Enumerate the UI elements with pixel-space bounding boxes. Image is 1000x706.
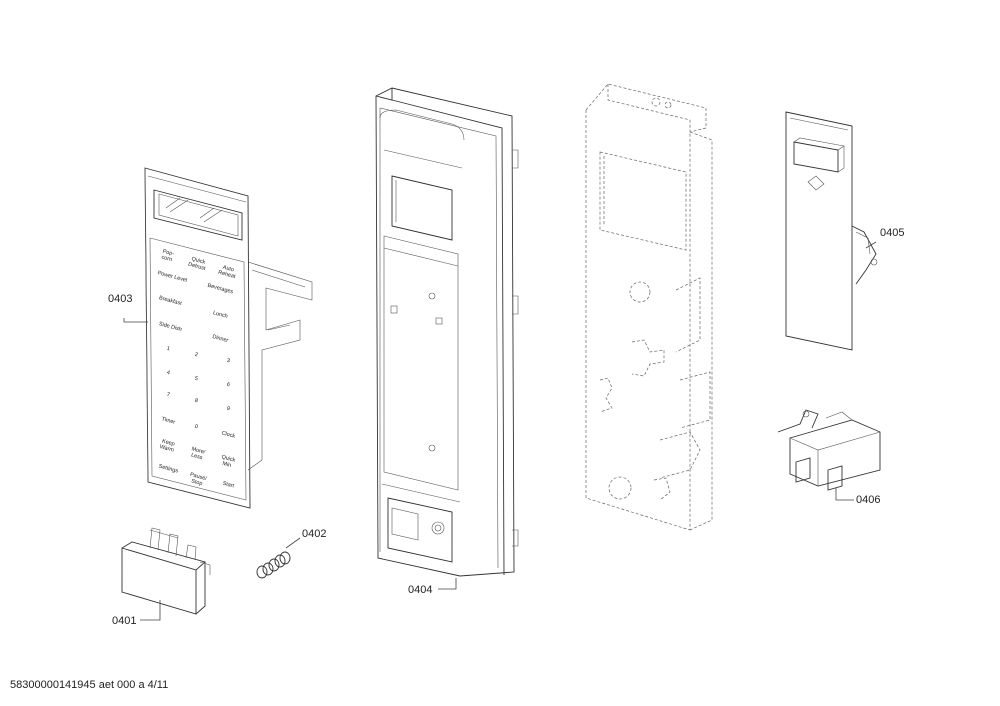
control-panel-part — [375, 87, 519, 577]
callout-0401: 0401 — [112, 600, 161, 627]
keypad-key-label: Pop-corn — [160, 249, 174, 264]
callout-label-circuit-board: 0405 — [880, 227, 904, 239]
keypad-key-label: 2 — [194, 352, 199, 359]
keypad-key-label: Dinner — [212, 334, 229, 344]
keypad-key-label: AutoReheat — [217, 264, 238, 280]
keypad-key-label: 3 — [226, 358, 231, 365]
spring-part — [256, 551, 291, 579]
callout-label-keypad: 0403 — [108, 293, 132, 305]
keypad-key-label: 4 — [166, 370, 171, 377]
callout-label-spring: 0402 — [302, 528, 326, 540]
keypad-key-label: Settings — [158, 464, 179, 475]
keypad-key-label: 0 — [194, 424, 199, 431]
callout-0406: 0406 — [835, 488, 880, 506]
keypad-key-label: Side Dish — [158, 321, 182, 333]
keypad-key-label: 8 — [194, 398, 199, 405]
circuit-board-part — [785, 111, 878, 351]
callout-0402: 0402 — [285, 528, 326, 549]
keypad-key-label: Beverages — [207, 283, 234, 296]
keypad-key-label: Pause/Stop — [188, 472, 208, 488]
keypad-key-label: KeepWarm — [159, 438, 176, 453]
latch-switch-part — [777, 409, 881, 491]
document-code: 58300000141945 aet 000 a 4/11 — [10, 679, 169, 691]
keypad-key-label: More/Less — [189, 446, 206, 461]
callout-label-control-panel: 0404 — [408, 584, 432, 596]
keypad-key-label: Clock — [221, 430, 236, 439]
callout-label-button: 0401 — [112, 615, 136, 627]
keypad-key-label: 7 — [166, 392, 171, 399]
callout-label-latch-switch: 0406 — [856, 494, 880, 506]
keypad-key-label: Start — [222, 481, 235, 490]
keypad-key-label: 5 — [194, 376, 199, 383]
keypad-key-label: Timer — [161, 416, 176, 425]
keypad-key-label: Lunch — [212, 310, 228, 320]
callout-0405: 0405 — [865, 227, 904, 249]
door-button-part — [121, 527, 211, 615]
callout-0404: 0404 — [408, 578, 457, 596]
keypad-key-label: QuickMin — [219, 454, 236, 469]
keypad-key-label: Breakfast — [158, 295, 182, 307]
keypad-key-label: QuickDefrost — [187, 256, 208, 272]
keypad-key-label: 9 — [226, 406, 231, 413]
keypad-key-label: 6 — [226, 382, 231, 389]
mounting-bracket-hidden — [585, 83, 713, 531]
keypad-key-label: Power Level — [157, 270, 188, 284]
keypad-key-label: 1 — [166, 346, 171, 353]
callout-0403: 0403 — [108, 293, 148, 323]
